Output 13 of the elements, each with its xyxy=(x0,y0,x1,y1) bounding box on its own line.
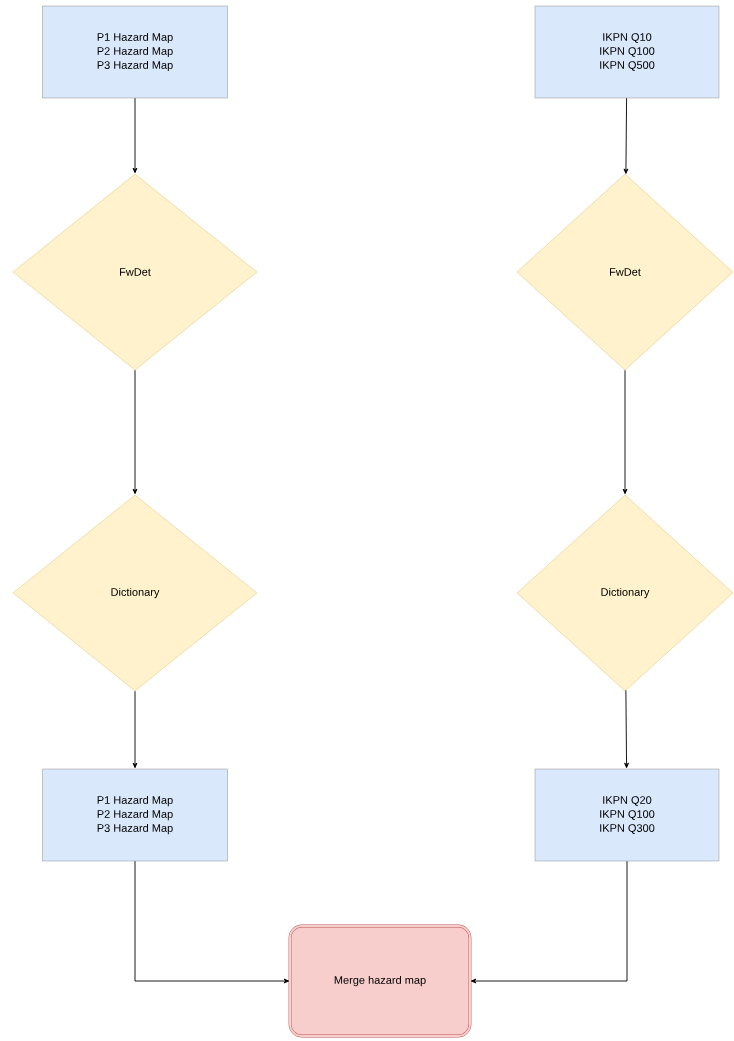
arrow xyxy=(134,860,290,984)
arrow xyxy=(624,689,629,769)
process-box: IKPN Q20 IKPN Q100 IKPN Q300 xyxy=(534,768,720,862)
arrow xyxy=(132,97,138,174)
merge-box: Merge hazard map xyxy=(288,924,472,1038)
arrow xyxy=(132,369,138,495)
arrow xyxy=(622,369,628,495)
arrow xyxy=(623,97,629,174)
arrow xyxy=(470,860,628,984)
process-box: IKPN Q10 IKPN Q100 IKPN Q500 xyxy=(534,5,720,99)
arrow xyxy=(132,690,138,769)
process-box: P1 Hazard Map P2 Hazard Map P3 Hazard Map xyxy=(42,5,228,99)
process-box: P1 Hazard Map P2 Hazard Map P3 Hazard Map xyxy=(42,768,228,862)
